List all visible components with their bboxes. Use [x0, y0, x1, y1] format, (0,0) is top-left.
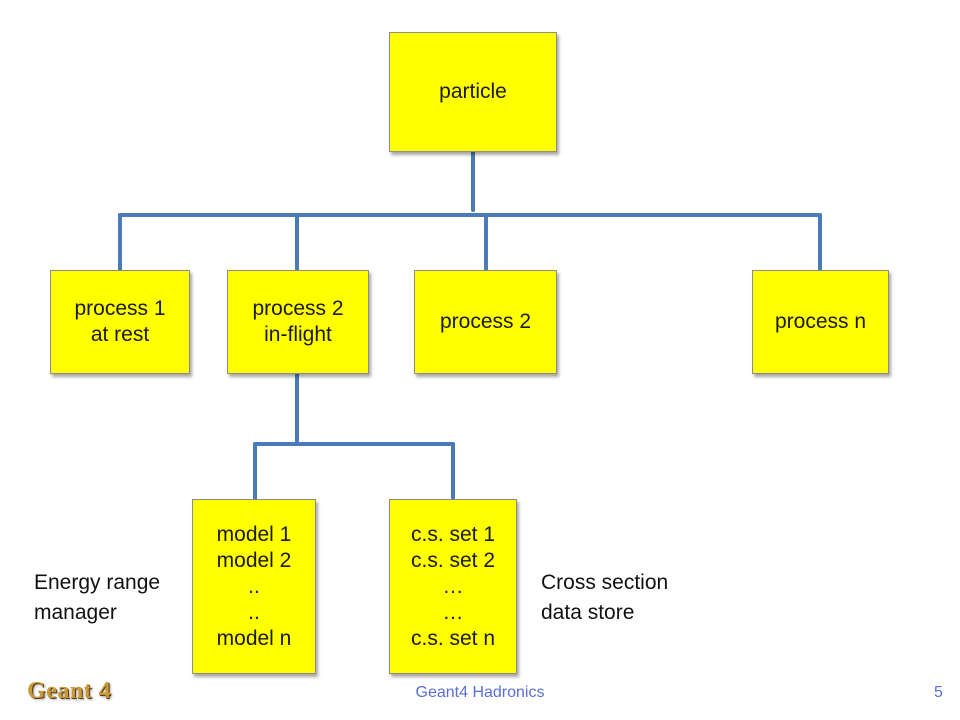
cross-section-data-store-label: Cross section data store: [541, 571, 669, 624]
node-cross-section-sets: c.s. set 1 c.s. set 2 … … c.s. set n: [389, 499, 517, 674]
node-process-n-label: process n: [774, 310, 867, 333]
node-cross-section-sets-label: c.s. set 1 c.s. set 2 … … c.s. set n: [410, 522, 496, 650]
node-process-2: process 2: [414, 270, 557, 374]
node-models: model 1 model 2 .. .. model n: [192, 499, 316, 674]
node-process-1-label: process 1 at rest: [74, 297, 166, 346]
node-process-n: process n: [752, 270, 889, 374]
node-process-1-at-rest: process 1 at rest: [50, 270, 190, 374]
node-process-2-label: process 2: [439, 310, 532, 333]
geant4-logo: Geant 4: [27, 678, 112, 704]
node-models-label: model 1 model 2 .. .. model n: [216, 522, 292, 650]
node-particle-label: particle: [439, 80, 507, 103]
node-process-2-inflight-label: process 2 in-flight: [252, 297, 344, 346]
page-number: 5: [934, 684, 943, 701]
energy-range-manager-label: Energy range manager: [34, 571, 161, 624]
node-process-2-in-flight: process 2 in-flight: [227, 270, 369, 374]
footer-title: Geant4 Hadronics: [415, 684, 545, 701]
node-particle: particle: [389, 32, 557, 152]
